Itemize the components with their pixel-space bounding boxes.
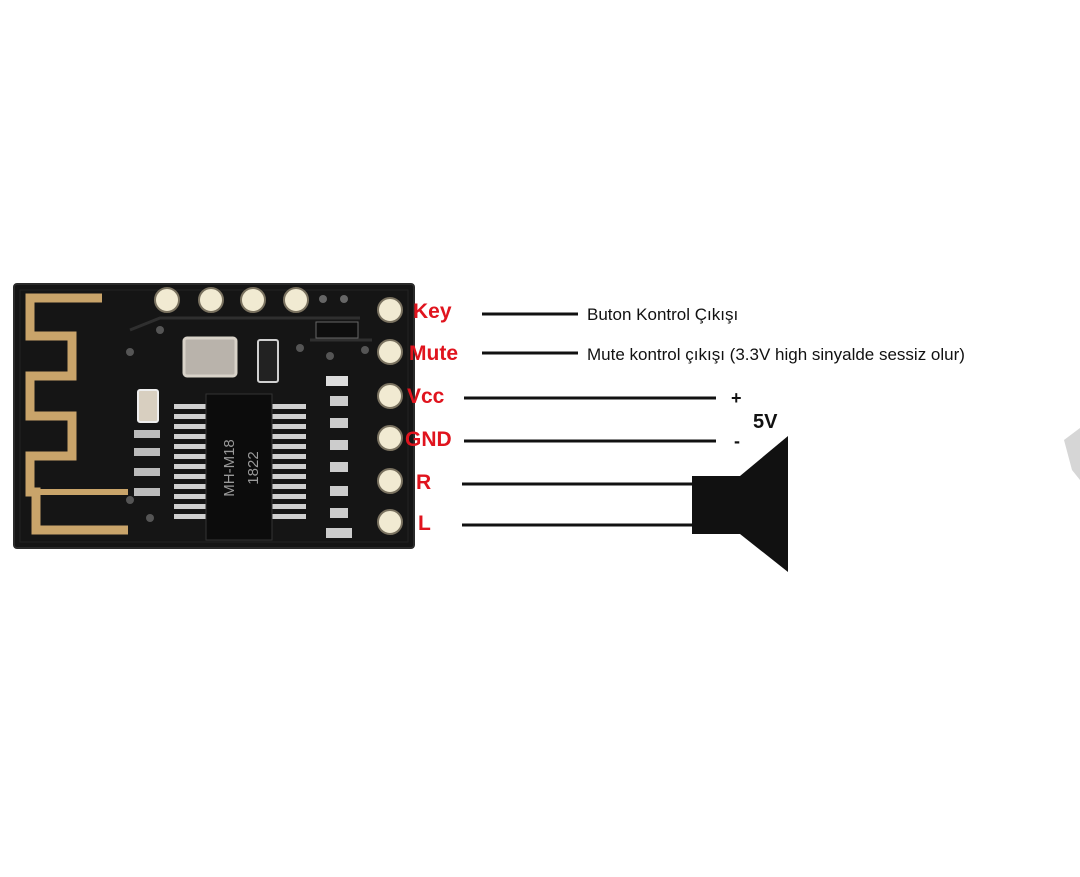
via: [340, 295, 348, 303]
smd-resistor: [330, 418, 348, 428]
chip-code-label: 1822: [245, 451, 262, 484]
via: [296, 344, 304, 352]
pin-labels: Key Mute Vcc GND R L: [405, 300, 458, 535]
pin-pad-r: [377, 468, 403, 494]
smd-resistor: [330, 508, 348, 518]
smd-resistor: [330, 440, 348, 450]
pin-pad-gnd: [377, 425, 403, 451]
crystal-component: [182, 336, 238, 378]
via: [326, 352, 334, 360]
minus-sign: -: [734, 431, 740, 451]
speaker-icon: [692, 436, 788, 572]
top-pad: [154, 287, 180, 313]
via: [126, 348, 134, 356]
smd-component: [315, 321, 359, 339]
smd-resistor: [326, 528, 352, 538]
via: [126, 496, 134, 504]
pin-label-l: L: [418, 512, 431, 535]
smd-resistor: [134, 468, 160, 476]
pin-pad-vcc: [377, 383, 403, 409]
top-pad: [240, 287, 266, 313]
via: [146, 514, 154, 522]
smd-resistor: [330, 462, 348, 472]
via: [156, 326, 164, 334]
chip-model-label: MH-M18: [221, 439, 238, 497]
pin-pad-key: [377, 297, 403, 323]
wires: [462, 312, 716, 527]
via: [319, 295, 327, 303]
led-component: [257, 339, 279, 383]
mute-description: Mute kontrol çıkışı (3.3V high sinyalde …: [587, 345, 965, 364]
smd-resistor: [134, 430, 160, 438]
key-description: Buton Kontrol Çıkışı: [587, 305, 738, 324]
ic-right-legs: [270, 404, 306, 519]
ic-left-legs: [174, 404, 208, 519]
smd-resistor: [330, 396, 348, 406]
smd-resistor: [326, 376, 348, 386]
pin-pad-mute: [377, 339, 403, 365]
voltage-label: 5V: [753, 411, 778, 433]
plus-sign: +: [731, 388, 742, 408]
via: [361, 346, 369, 354]
pin-label-key: Key: [413, 300, 452, 323]
pin-label-mute: Mute: [409, 342, 458, 365]
smd-capacitor: [137, 389, 159, 423]
smd-resistor: [134, 448, 160, 456]
antenna-trace: [25, 293, 128, 535]
pin-pad-l: [377, 509, 403, 535]
ic-chip: [205, 393, 273, 541]
top-pad: [283, 287, 309, 313]
top-pad: [198, 287, 224, 313]
smd-resistor: [134, 488, 160, 496]
pin-label-r: R: [416, 471, 431, 494]
pin-label-gnd: GND: [405, 428, 452, 451]
edge-artifact: [1064, 428, 1080, 480]
bluetooth-module-board: MH-M18 1822: [13, 283, 415, 549]
pin-label-vcc: Vcc: [407, 385, 445, 408]
smd-resistor: [330, 486, 348, 496]
pcb-trace: [129, 316, 360, 332]
